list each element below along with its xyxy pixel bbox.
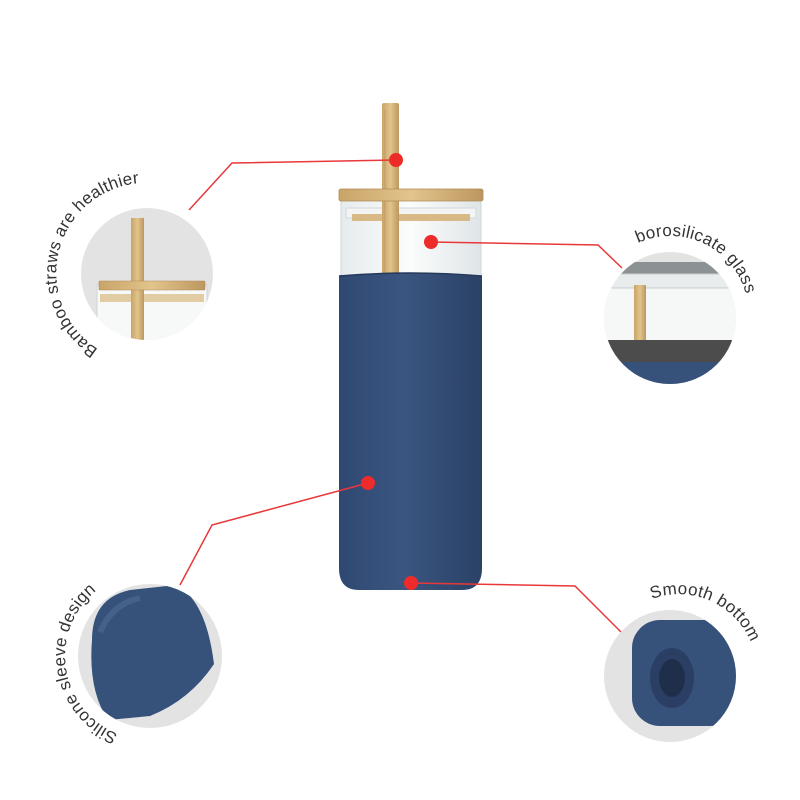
bamboo-lid — [338, 188, 484, 202]
leader-lines — [179, 159, 623, 633]
detail-circle-straw — [81, 208, 213, 340]
leader-line-sleeve — [179, 482, 369, 586]
detail-circle-sleeve — [78, 584, 222, 728]
leader-line-glass — [430, 241, 623, 269]
marker-dots — [361, 153, 438, 590]
red-dot-marker-icon — [389, 153, 403, 167]
leader-line-bottom — [410, 582, 622, 633]
detail-circle-bottom — [604, 610, 736, 742]
red-dot-marker-icon — [424, 235, 438, 249]
red-dot-marker-icon — [361, 476, 375, 490]
glass-inner-bamboo-band — [352, 214, 470, 221]
red-dot-marker-icon — [404, 576, 418, 590]
detail-circle-glass — [604, 252, 736, 384]
leader-line-straw — [188, 159, 397, 211]
tumbler-product — [338, 103, 484, 590]
silicone-sleeve — [339, 273, 482, 590]
